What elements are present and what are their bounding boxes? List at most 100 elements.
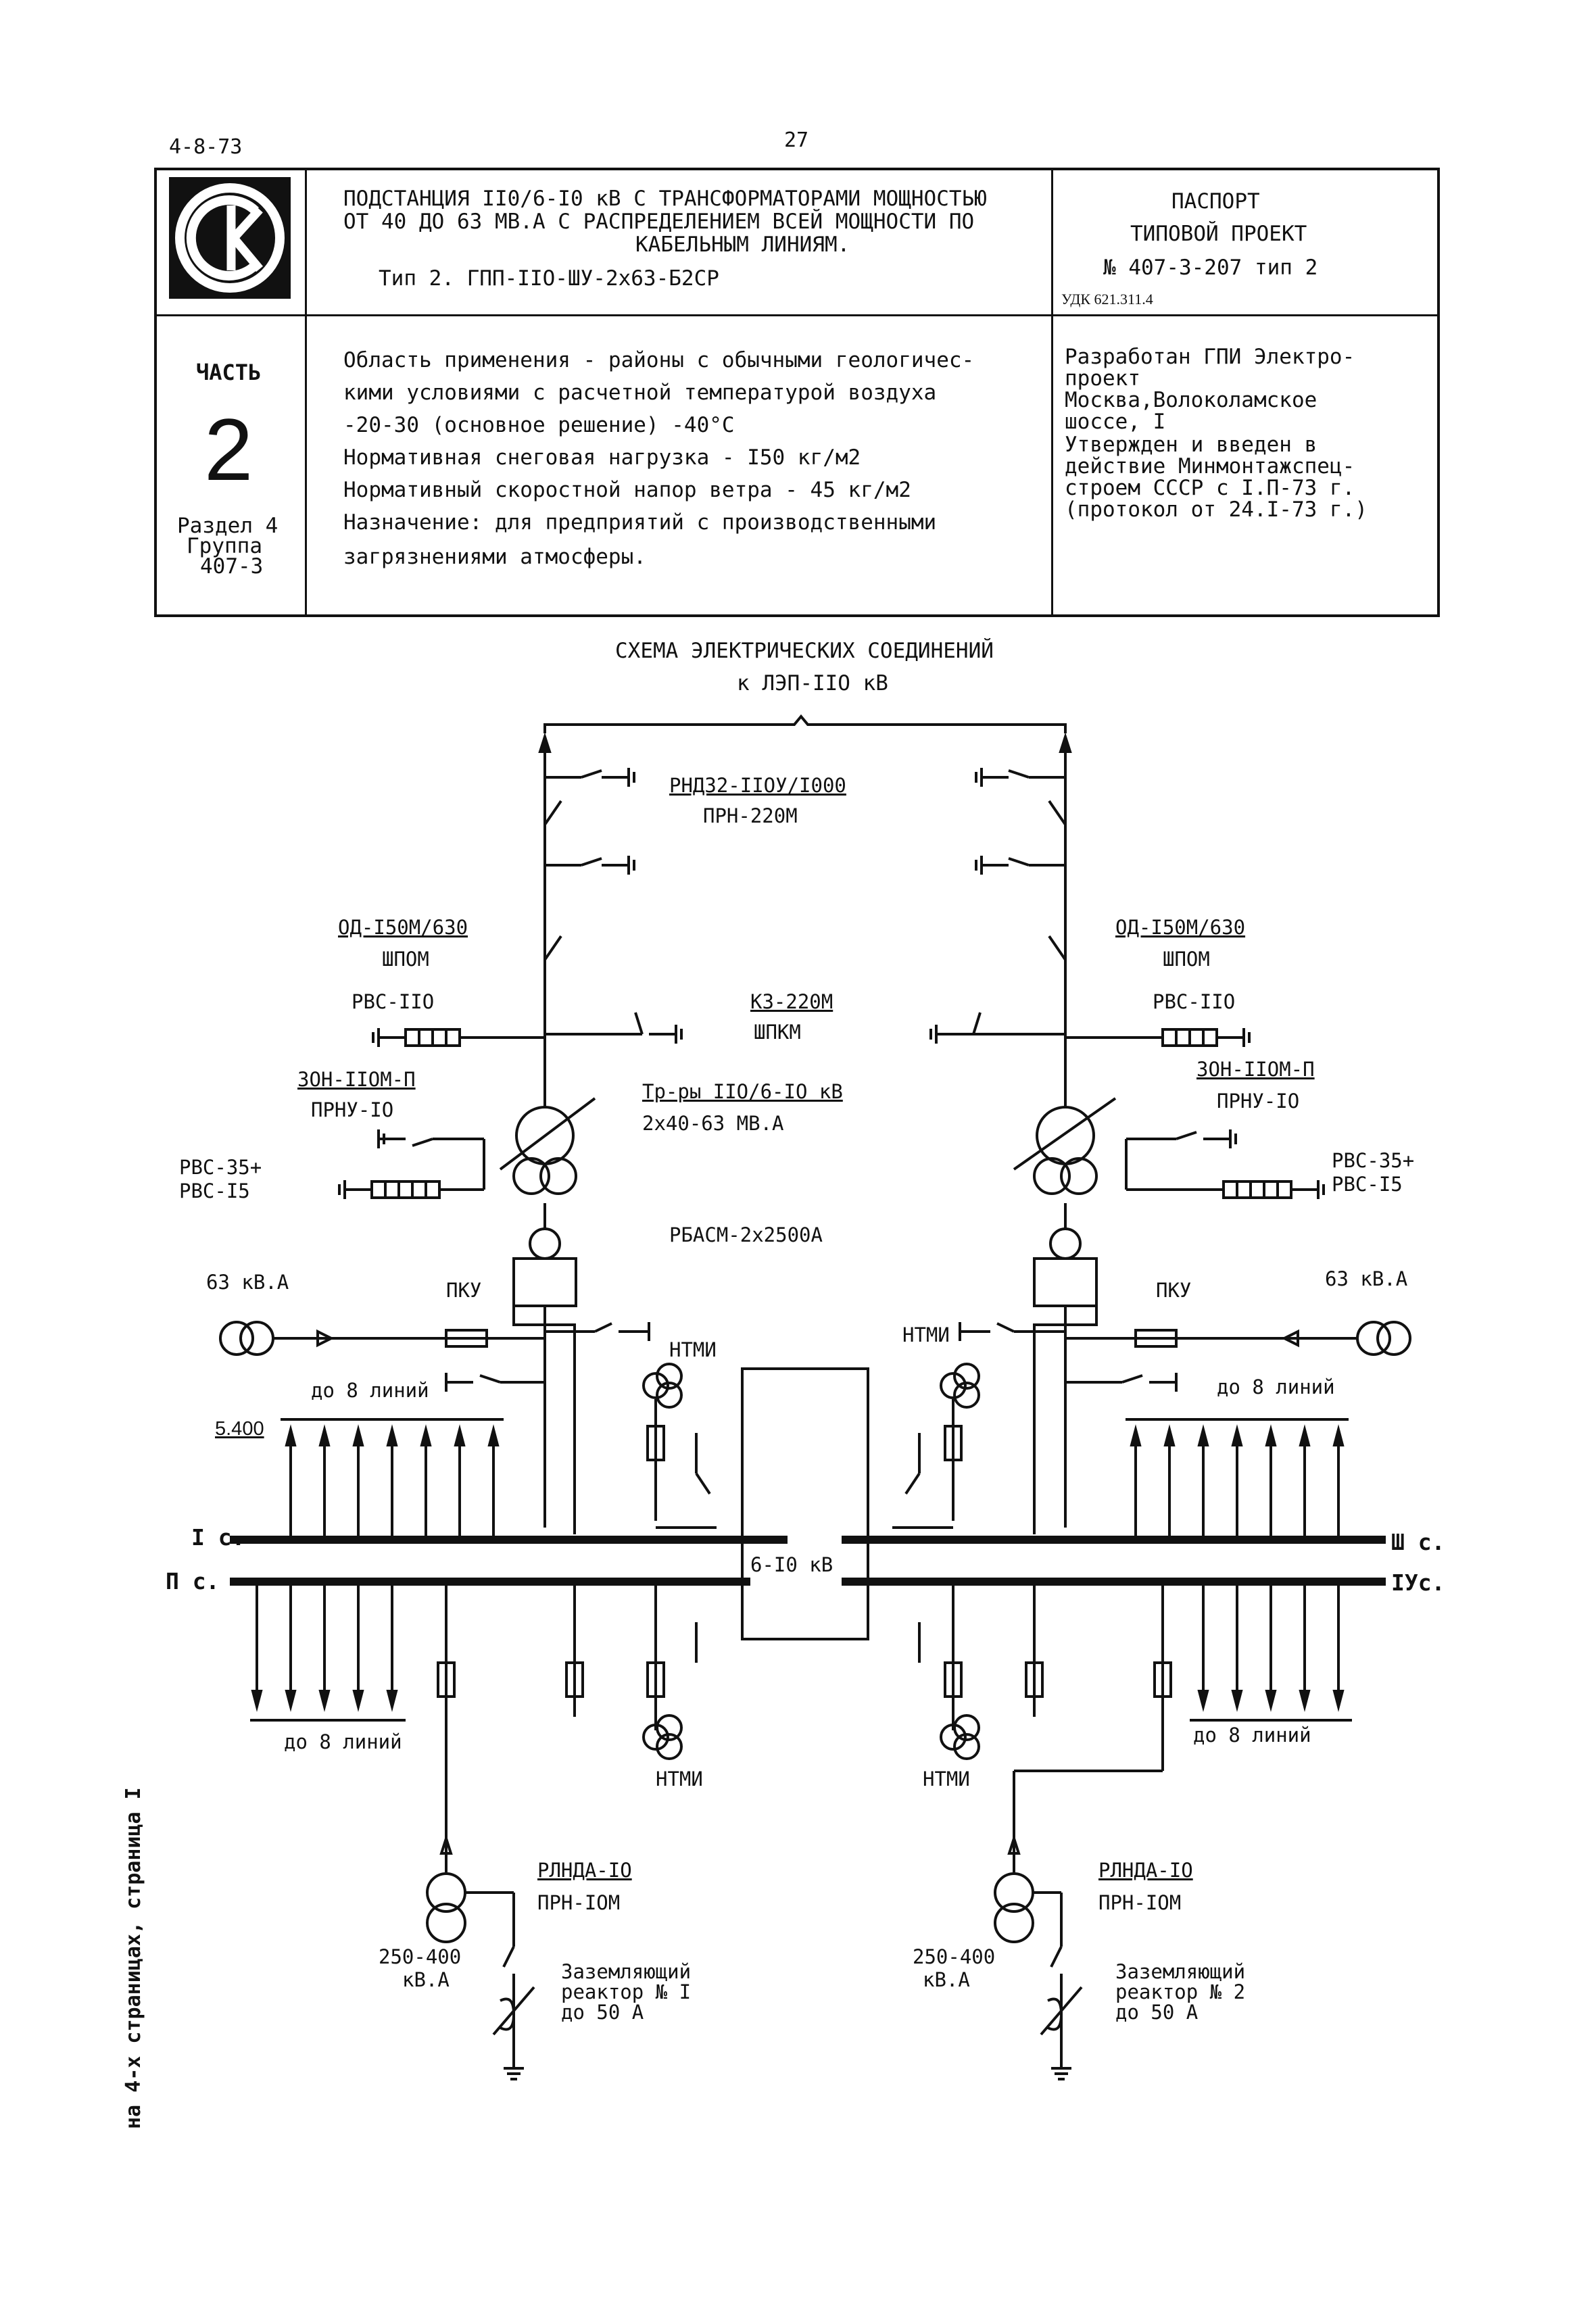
label-reactor2-2: реактор № 2: [1115, 1980, 1246, 2003]
scope-line-2: кими условиями с расчетной температурой …: [343, 381, 937, 405]
developer-line-5: Утвержден и введен в: [1065, 433, 1317, 457]
label-arrester35-right-1: РВС-35+: [1332, 1149, 1415, 1172]
label-bus-3: Ш с.: [1391, 1529, 1445, 1555]
bottom-left-voltage-transformer-icon: [642, 1714, 683, 1760]
diagram-title: СХЕМА ЭЛЕКТРИЧЕСКИХ СОЕДИНЕНИЙ: [615, 639, 994, 663]
right-incoming-arrow-icon: [1059, 732, 1072, 753]
scope-line-1: Область применения - районы с обычными г…: [343, 348, 975, 372]
project-title-line-3: КАБЕЛЬНЫМ ЛИНИЯМ.: [635, 233, 850, 257]
left-station-transformer-icon: [426, 1771, 535, 2080]
section-line-1: Раздел 4: [177, 514, 279, 538]
developer-line-2: проект: [1065, 366, 1140, 391]
part-number: 2: [204, 400, 253, 499]
left-incoming-arrow-icon: [538, 732, 552, 753]
label-disconnector-drive: ПРН-220М: [703, 804, 798, 827]
label-tsn-right-1: 250-400: [913, 1945, 996, 1968]
bottom-right-voltage-transformer-icon: [940, 1714, 980, 1760]
right-aux-transformer-icon: [959, 1321, 1411, 1392]
label-bus-2: П с.: [166, 1568, 220, 1594]
scope-line-4: Нормативная снеговая нагрузка - I50 кг/м…: [343, 445, 861, 470]
label-arrester-right: РВС-IIO: [1153, 990, 1236, 1013]
right-transformer-icon: [1013, 1097, 1325, 1260]
outgoing-lines-top-left: [281, 1418, 504, 1540]
label-main-reactor: РБАСМ-2х2500А: [669, 1223, 823, 1246]
label-transformers-power: 2х40-63 МВ.А: [642, 1112, 784, 1135]
left-disconnector-icon: [543, 768, 635, 961]
developer-line-7: строем СССР с I.П-73 г.: [1065, 476, 1355, 500]
section-line-2: Группа: [187, 534, 262, 558]
left-arrester-icon: [372, 1012, 683, 1047]
bottom-cells: [437, 1582, 1172, 1771]
part-label: ЧАСТЬ: [196, 360, 262, 385]
label-ntmi-bottom-left: НТМИ: [656, 1768, 703, 1790]
label-pku-left: ПКУ: [446, 1279, 482, 1302]
section-line-3: 407-3: [200, 554, 264, 579]
label-rlnda-left: РЛНДА-IO: [537, 1859, 632, 1882]
project-title-line-2: ОТ 40 ДО 63 МВ.А С РАСПРЕДЕЛЕНИЕМ ВСЕЙ М…: [343, 210, 975, 234]
label-bus-4: IУс.: [1391, 1569, 1445, 1596]
label-lines-top-right: до 8 линий: [1217, 1375, 1335, 1398]
project-type: Тип 2. ГПП-IIO-ШУ-2х63-Б2СР: [379, 266, 719, 291]
label-grounding-right-drive: ПРНУ-IO: [1217, 1090, 1300, 1113]
project-label: ТИПОВОЙ ПРОЕКТ: [1130, 222, 1307, 246]
project-title-line-1: ПОДСТАНЦИЯ II0/6-I0 кВ С ТРАНСФОРМАТОРАМ…: [343, 187, 987, 211]
left-aux-transformer-icon: [219, 1321, 650, 1392]
label-bus-1: I с.: [191, 1524, 245, 1551]
label-grounding-right: ЗОН-IIOМ-П: [1196, 1058, 1315, 1081]
scope-line-7: загрязнениями атмосферы.: [343, 545, 646, 569]
label-load-right: 63 кВ.А: [1325, 1267, 1408, 1290]
label-tsn-right-2: кВ.А: [923, 1968, 970, 1991]
label-lines-top-left: до 8 линий: [311, 1379, 429, 1402]
busbars: [230, 1536, 1386, 1586]
left-transformer-icon: [338, 1097, 596, 1260]
scope-line-5: Нормативный скоростной напор ветра - 45 …: [343, 478, 911, 502]
left-reactor-ducts: [512, 1257, 577, 1534]
label-ntmi-top-right: НТМИ: [902, 1323, 950, 1346]
label-arrester35-right-2: РВС-I5: [1332, 1173, 1403, 1196]
section-tie: [741, 1367, 869, 1640]
label-shortcircuiter: КЗ-220М: [750, 990, 833, 1013]
label-load-left: 63 кВ.А: [206, 1271, 289, 1294]
top-left-voltage-transformer-icon: [642, 1363, 717, 1529]
logo-mark-icon: [169, 177, 291, 299]
right-reactor-ducts: [1033, 1257, 1098, 1534]
stamp-frame: [154, 168, 1440, 617]
label-shortcircuiter-drive: ШПКМ: [754, 1021, 801, 1044]
label-tsn-left-1: 250-400: [379, 1945, 462, 1968]
label-ntmi-top-left: НТМИ: [669, 1338, 717, 1361]
document-code: 4-8-73: [169, 135, 243, 159]
label-elevation: 5.400: [215, 1418, 264, 1440]
label-reactor2-1: Заземляющий: [1115, 1960, 1246, 1983]
top-right-voltage-transformer-icon: [892, 1363, 980, 1529]
developer-line-3: Москва,Волоколамское: [1065, 388, 1317, 412]
stamp-divider-mid: [154, 314, 1440, 316]
developer-line-1: Разработан ГПИ Электро-: [1065, 345, 1355, 369]
label-reactor2-3: до 50 А: [1115, 2001, 1199, 2024]
outgoing-lines-top-right: [1126, 1418, 1349, 1540]
passport-label: ПАСПОРТ: [1171, 189, 1260, 214]
label-rlnda-right: РЛНДА-IO: [1098, 1859, 1193, 1882]
label-grounding-left-drive: ПРНУ-IO: [311, 1098, 394, 1121]
label-ntmi-bottom-right: НТМИ: [923, 1768, 970, 1790]
label-separator-left-drive: ШПОМ: [382, 948, 429, 971]
label-separator-left: ОД-I50М/630: [338, 916, 468, 939]
label-separator-right: ОД-I50М/630: [1115, 916, 1246, 939]
label-disconnector: РНДЗ2-IIОУ/I000: [669, 774, 846, 797]
scope-line-6: Назначение: для предприятий с производст…: [343, 510, 937, 535]
label-separator-right-drive: ШПОМ: [1163, 948, 1210, 971]
udk-code: УДК 621.311.4: [1061, 291, 1153, 308]
label-pku-right: ПКУ: [1156, 1279, 1192, 1302]
developer-line-4: шоссе, I: [1065, 410, 1166, 434]
project-number: № 407-3-207 тип 2: [1103, 255, 1318, 280]
label-reactor1-3: до 50 А: [561, 2001, 644, 2024]
label-rlnda-right-drive: ПРН-IOМ: [1098, 1891, 1182, 1914]
label-rlnda-left-drive: ПРН-IOМ: [537, 1891, 621, 1914]
label-grounding-left: ЗОН-IIOМ-П: [297, 1068, 416, 1091]
developer-line-8: (протокол от 24.I-73 г.): [1065, 497, 1368, 522]
label-reactor1-1: Заземляющий: [561, 1960, 692, 1983]
outgoing-lines-bottom-right: [1190, 1582, 1352, 1722]
label-reactor1-2: реактор № I: [561, 1980, 692, 2003]
page-number: 27: [784, 128, 809, 152]
label-transformers: Тр-ры IIO/6-IO кВ: [642, 1080, 843, 1103]
